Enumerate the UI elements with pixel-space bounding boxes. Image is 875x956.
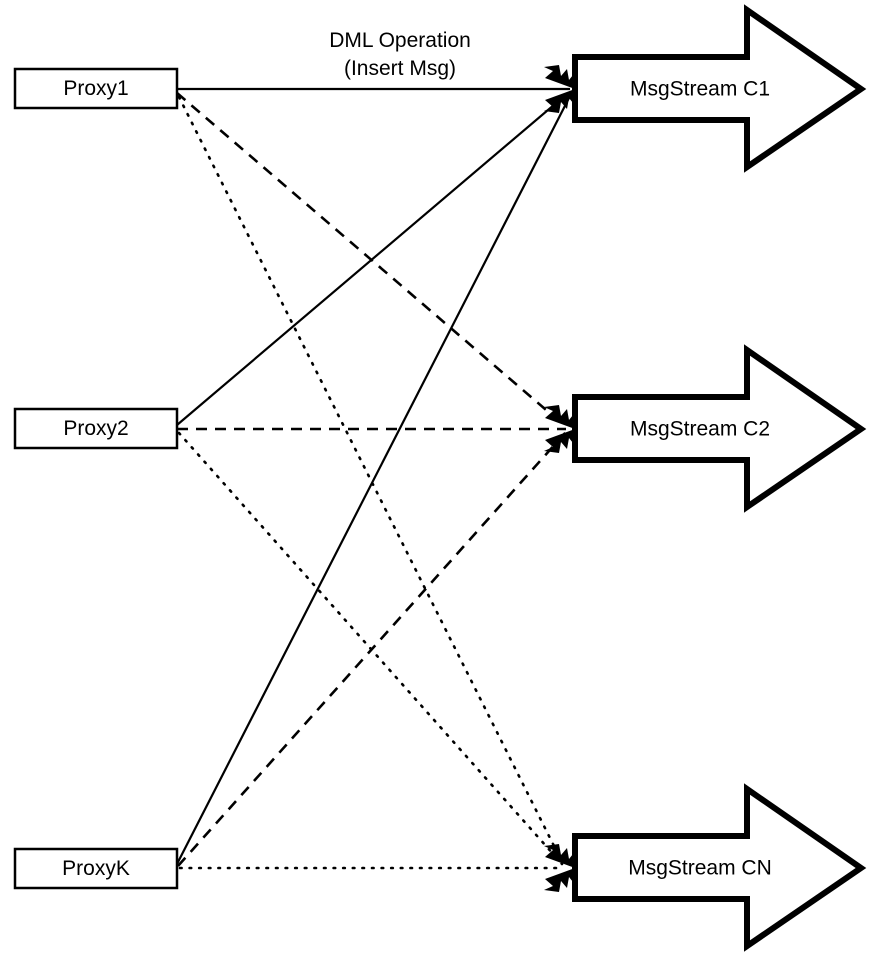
streams-group: MsgStream C1 MsgStream C2 MsgStream CN <box>572 4 867 952</box>
edge-p2-cn <box>177 431 564 866</box>
proxy-box-proxyK[interactable] <box>13 847 179 890</box>
proxy-label-proxyK: ProxyK <box>62 857 130 880</box>
edge-label-dml-operation: DML Operation (Insert Msg) <box>329 29 471 80</box>
arrowhead-head-c2 <box>544 405 575 453</box>
proxy-box-proxy2[interactable] <box>13 407 179 450</box>
msgstream-label-stream_cn: MsgStream CN <box>628 857 772 880</box>
msgstream-node-stream_cn[interactable]: MsgStream CN <box>572 783 867 952</box>
arrowheads-group <box>544 65 575 892</box>
proxy-label-proxy2: Proxy2 <box>63 417 128 440</box>
edge-label-line1: DML Operation <box>329 29 471 52</box>
arrowhead-head-c1 <box>544 65 575 113</box>
edge-pk-c2 <box>177 431 567 867</box>
edge-p1-cn <box>177 95 564 864</box>
msgstream-node-stream_c2[interactable]: MsgStream C2 <box>572 344 867 513</box>
edges-group <box>176 87 571 870</box>
edge-pk-c1 <box>176 95 571 865</box>
msgstream-label-stream_c1: MsgStream C1 <box>630 78 770 101</box>
msgstream-node-stream_c1[interactable]: MsgStream C1 <box>572 4 867 173</box>
msgstream-label-stream_c2: MsgStream C2 <box>630 418 770 441</box>
msgstream-arrow-shape-stream_cn[interactable] <box>572 783 867 952</box>
edge-label-line2: (Insert Msg) <box>344 57 456 80</box>
edge-p2-c1 <box>176 92 569 426</box>
msgstream-arrow-shape-stream_c2[interactable] <box>572 344 867 513</box>
proxy-label-proxy1: Proxy1 <box>63 77 128 100</box>
proxy-node-proxy2[interactable]: Proxy2 <box>13 407 179 450</box>
proxy-node-proxyK[interactable]: ProxyK <box>13 847 179 890</box>
proxy-box-proxy1[interactable] <box>13 67 179 110</box>
proxy-node-proxy1[interactable]: Proxy1 <box>13 67 179 110</box>
msgstream-arrow-shape-stream_c1[interactable] <box>572 4 867 173</box>
arrowhead-head-cn <box>544 844 575 892</box>
